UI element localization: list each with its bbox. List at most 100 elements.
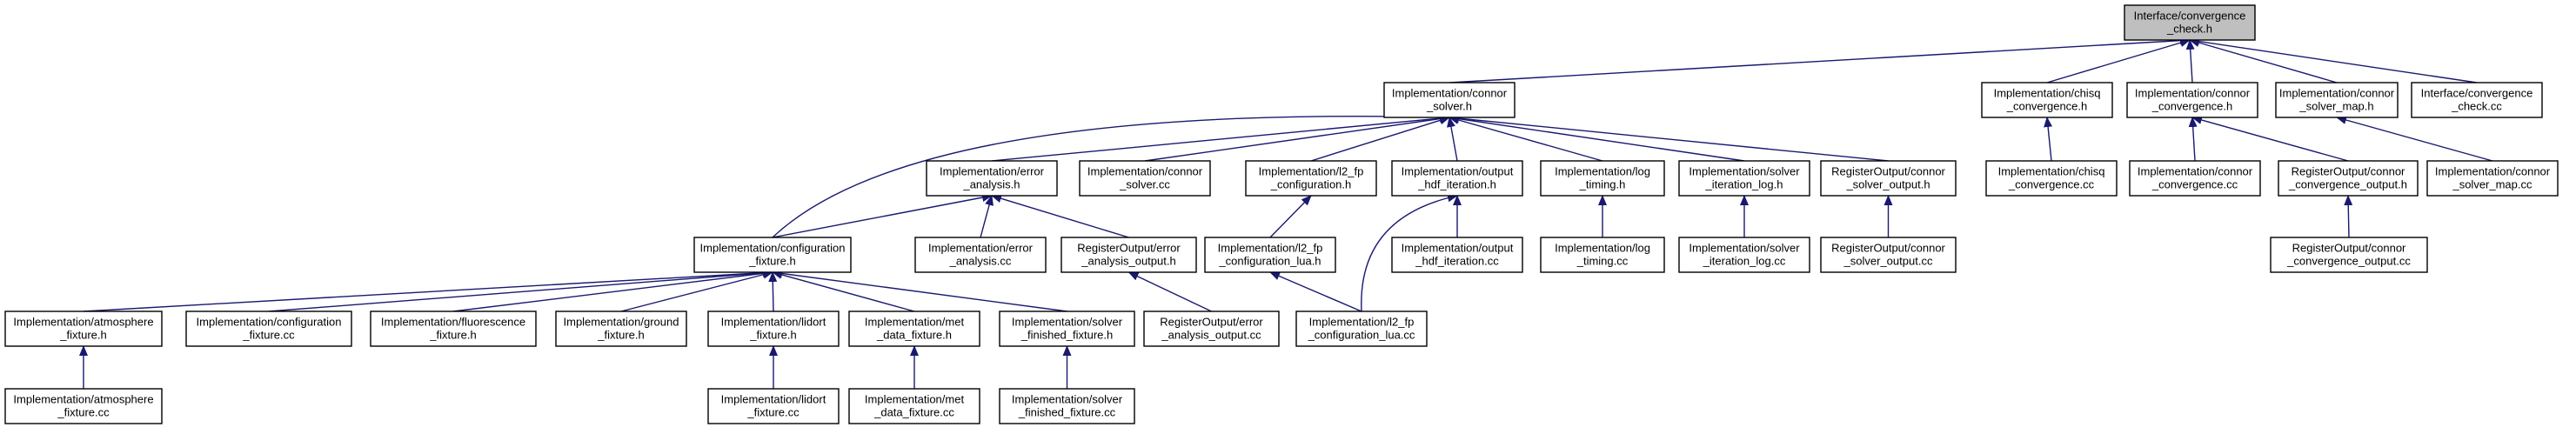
node-log-timing-h[interactable]: Implementation/log_timing.h	[1540, 160, 1665, 197]
node-box	[1245, 160, 1377, 197]
node-root[interactable]: Interface/convergence_check.h	[2124, 4, 2256, 41]
node-box	[370, 310, 537, 347]
edge-ground-fixture-h-to-config-fixture-h	[620, 270, 773, 312]
node-label-line: _configuration.h	[1270, 178, 1352, 191]
node-label-line: Implementation/lidort	[721, 316, 826, 329]
node-label-line: _convergence_output.h	[2288, 178, 2407, 191]
node-reg-connor-solver-out-h[interactable]: RegisterOutput/connor_solver_output.h	[1820, 160, 1957, 197]
node-solver-finished-fixture-cc[interactable]: Implementation/solver_finished_fixture.c…	[999, 388, 1135, 424]
node-label-line: Implementation/solver	[1689, 242, 1800, 255]
node-box	[1820, 160, 1957, 197]
edge-chisq-conv-h-to-root	[2046, 38, 2191, 83]
node-config-fixture-h[interactable]: Implementation/configuration_fixture.h	[693, 237, 852, 273]
node-label-line: _analysis.cc	[949, 255, 1012, 268]
node-l2-fp-config-lua-h[interactable]: Implementation/l2_fp_configuration_lua.h	[1204, 237, 1336, 273]
node-reg-connor-conv-out-h[interactable]: RegisterOutput/connor_convergence_output…	[2278, 160, 2419, 197]
node-label-line: Implementation/solver	[1689, 165, 1800, 178]
node-label-line: Implementation/output	[1402, 242, 1514, 255]
node-solver-iter-log-cc[interactable]: Implementation/solver_iteration_log.cc	[1678, 237, 1810, 273]
node-label-line: Implementation/chisq	[1994, 87, 2101, 100]
node-box	[1391, 160, 1523, 197]
node-reg-error-analysis-out-cc[interactable]: RegisterOutput/error_analysis_output.cc	[1143, 310, 1280, 347]
node-label-line: Implementation/error	[928, 242, 1034, 255]
edge-reg-connor-solver-out-h-to-connor-solver-h	[1449, 114, 1889, 162]
node-box	[2124, 4, 2256, 41]
node-config-fixture-cc[interactable]: Implementation/configuration_fixture.cc	[185, 310, 352, 347]
node-output-hdf-iter-cc[interactable]: Implementation/output_hdf_iteration.cc	[1391, 237, 1523, 273]
node-label-line: Implementation/connor	[1392, 87, 1508, 100]
node-solver-finished-fixture-h[interactable]: Implementation/solver_finished_fixture.h	[999, 310, 1135, 347]
node-connor-solver-map-cc[interactable]: Implementation/connor_solver_map.cc	[2426, 160, 2559, 197]
node-error-analysis-h[interactable]: Implementation/error_analysis.h	[926, 160, 1058, 197]
node-connor-conv-cc[interactable]: Implementation/connor_convergence.cc	[2129, 160, 2261, 197]
node-lidort-fixture-h[interactable]: Implementation/lidort_fixture.h	[707, 310, 840, 347]
node-reg-connor-conv-out-cc[interactable]: RegisterOutput/connor_convergence_output…	[2270, 237, 2428, 273]
node-label-line: _timing.cc	[1576, 255, 1629, 268]
node-met-data-fixture-cc[interactable]: Implementation/met_data_fixture.cc	[848, 388, 980, 424]
edge-output-hdf-iter-h-to-connor-solver-h	[1447, 117, 1458, 162]
node-chisq-conv-cc[interactable]: Implementation/chisq_convergence.cc	[1985, 160, 2118, 197]
edge-solver-finished-fixture-h-to-config-fixture-h	[772, 269, 1067, 312]
node-box	[1079, 160, 1211, 197]
node-label-line: _convergence.h	[2151, 100, 2233, 113]
node-error-analysis-cc[interactable]: Implementation/error_analysis.cc	[914, 237, 1047, 273]
node-label-line: _fixture.h	[59, 329, 106, 342]
edge-solver-iter-log-h-to-connor-solver-h	[1449, 114, 1745, 162]
node-log-timing-cc[interactable]: Implementation/log_timing.cc	[1540, 237, 1665, 273]
node-label-line: _convergence.cc	[2008, 178, 2095, 191]
node-ground-fixture-h[interactable]: Implementation/ground_fixture.h	[555, 310, 687, 347]
node-solver-iter-log-h[interactable]: Implementation/solver_iteration_log.h	[1678, 160, 1810, 197]
edge-config-fixture-h-to-connor-solver-h	[772, 112, 1450, 238]
node-label-line: _finished_fixture.h	[1020, 329, 1114, 342]
node-reg-error-analysis-out-h[interactable]: RegisterOutput/error_analysis_output.h	[1061, 237, 1197, 273]
node-output-hdf-iter-h[interactable]: Implementation/output_hdf_iteration.h	[1391, 160, 1523, 197]
node-connor-solver-map-h[interactable]: Implementation/connor_solver_map.h	[2275, 82, 2399, 118]
node-connor-conv-h[interactable]: Implementation/connor_convergence.h	[2126, 82, 2258, 118]
node-connor-solver-cc[interactable]: Implementation/connor_solver.cc	[1079, 160, 1211, 197]
node-interface-conv-cc[interactable]: Interface/convergence_check.cc	[2411, 82, 2543, 118]
node-box	[1143, 310, 1280, 347]
node-l2-fp-config-h[interactable]: Implementation/l2_fp_configuration.h	[1245, 160, 1377, 197]
node-connor-solver-h[interactable]: Implementation/connor_solver.h	[1383, 82, 1515, 118]
node-label-line: Implementation/fluorescence	[381, 316, 525, 329]
node-label-line: _solver.cc	[1119, 178, 1170, 191]
node-box	[2278, 160, 2419, 197]
node-label-line: Implementation/connor	[1087, 165, 1203, 178]
node-atm-fixture-cc[interactable]: Implementation/atmosphere_fixture.cc	[4, 388, 163, 424]
node-lidort-fixture-cc[interactable]: Implementation/lidort_fixture.cc	[707, 388, 840, 424]
node-box	[4, 388, 163, 424]
edge-interface-conv-cc-to-root	[2189, 37, 2478, 83]
node-label-line: _fixture.cc	[242, 329, 295, 342]
node-reg-connor-solver-out-cc[interactable]: RegisterOutput/connor_solver_output.cc	[1820, 237, 1957, 273]
node-label-line: _fixture.h	[749, 329, 796, 342]
node-l2-fp-config-lua-cc[interactable]: Implementation/l2_fp_configuration_lua.c…	[1295, 310, 1428, 347]
node-met-data-fixture-h[interactable]: Implementation/met_data_fixture.h	[848, 310, 980, 347]
node-box	[2270, 237, 2428, 273]
node-label-line: Implementation/connor	[2138, 165, 2253, 178]
node-label-line: Implementation/solver	[1012, 393, 1123, 406]
node-label-line: _solver_map.cc	[2452, 178, 2533, 191]
node-label-line: _fixture.h	[748, 255, 795, 268]
node-label-line: _configuration_lua.cc	[1308, 329, 1415, 342]
edge-reg-connor-conv-out-h-to-connor-conv-h	[2191, 116, 2349, 162]
node-fluor-fixture-h[interactable]: Implementation/fluorescence_fixture.h	[370, 310, 537, 347]
edge-error-analysis-cc-to-error-analysis-h	[980, 195, 994, 238]
node-label-line: Implementation/met	[865, 393, 965, 406]
node-label-line: _convergence_output.cc	[2286, 255, 2411, 268]
node-box	[707, 310, 840, 347]
edge-met-data-fixture-h-to-config-fixture-h	[772, 270, 915, 312]
node-box	[848, 310, 980, 347]
node-label-line: _solver_output.cc	[1843, 255, 1933, 268]
node-label-line: RegisterOutput/error	[1077, 242, 1181, 255]
node-label-line: _analysis.h	[962, 178, 1020, 191]
edge-l2-fp-config-lua-cc-to-output-hdf-iter-h	[1361, 193, 1458, 312]
node-label-line: _data_fixture.cc	[873, 406, 954, 419]
edge-fluor-fixture-h-to-config-fixture-h	[452, 269, 773, 312]
node-label-line: Implementation/log	[1555, 242, 1650, 255]
node-chisq-conv-h[interactable]: Implementation/chisq_convergence.h	[1981, 82, 2113, 118]
edge-connor-solver-h-to-root	[1449, 36, 2191, 83]
node-label-line: Implementation/atmosphere	[13, 316, 153, 329]
node-label-line: _analysis_output.cc	[1161, 329, 1261, 342]
node-atm-fixture-h[interactable]: Implementation/atmosphere_fixture.h	[4, 310, 163, 347]
edge-connor-solver-map-h-to-root	[2189, 38, 2338, 83]
